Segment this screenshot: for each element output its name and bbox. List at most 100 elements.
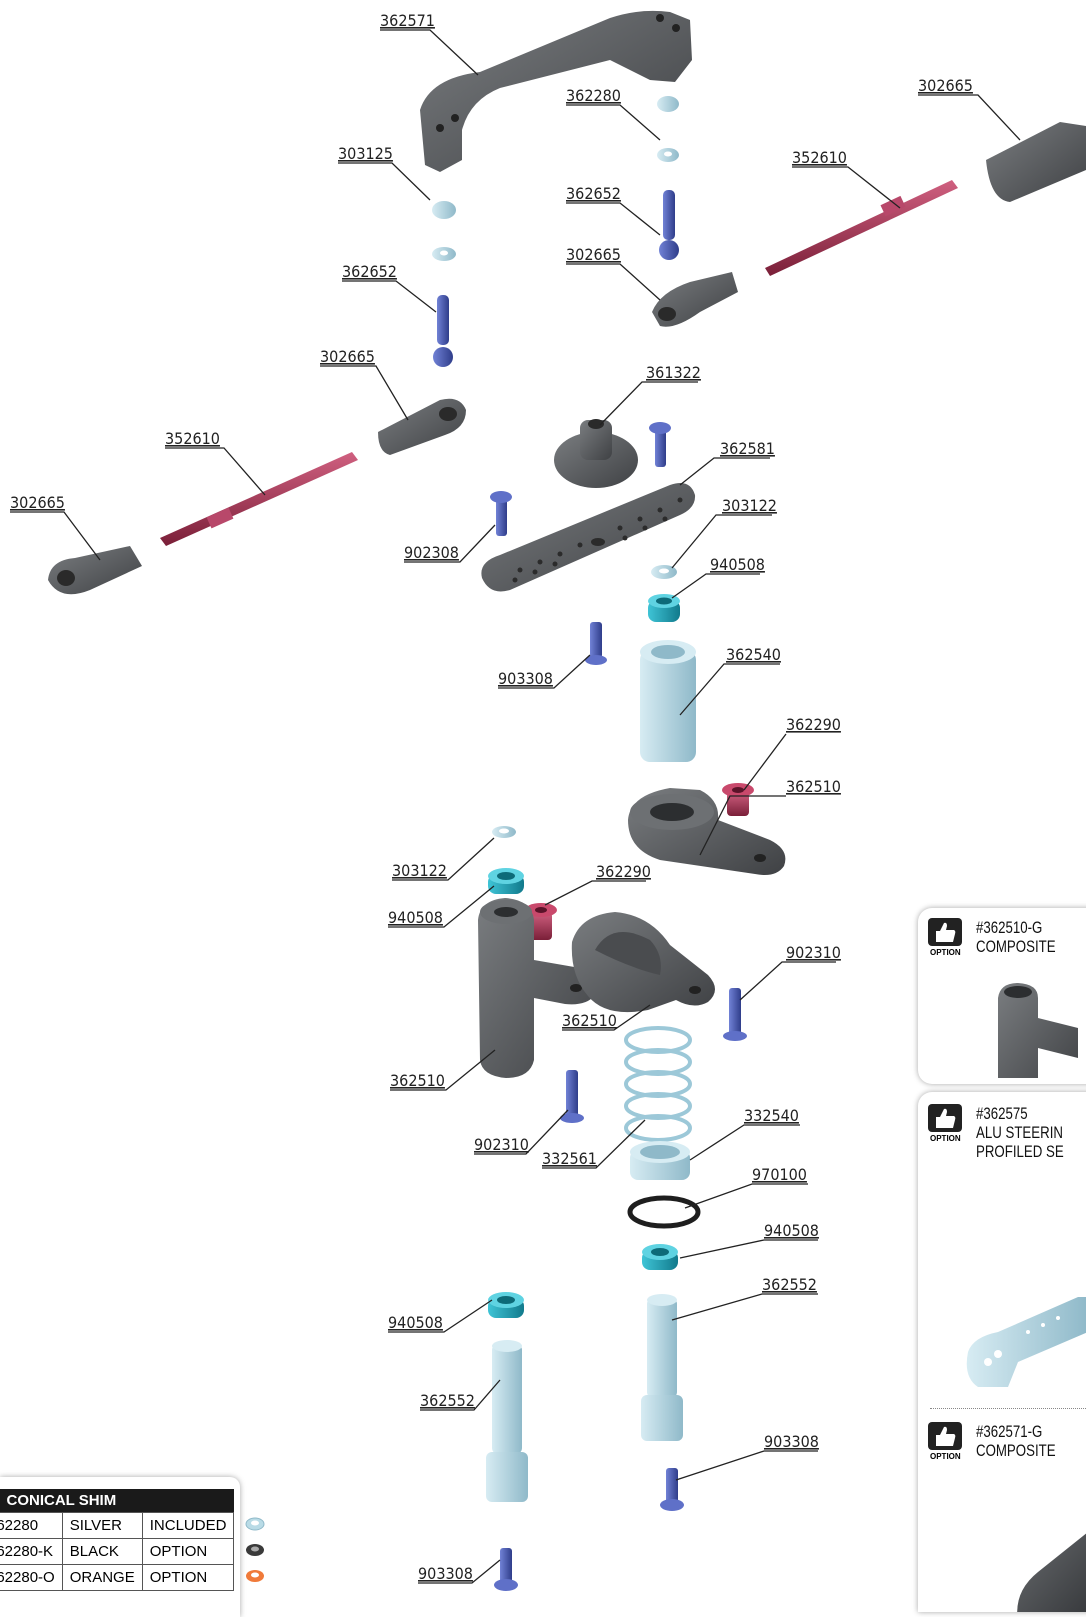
post-part bbox=[492, 1344, 522, 1454]
bearing-hole bbox=[656, 597, 672, 605]
bushing-part bbox=[727, 792, 749, 816]
spring-part bbox=[624, 1026, 692, 1142]
label-940508-left: 940508 bbox=[388, 908, 443, 927]
bell-crank-hole bbox=[494, 907, 518, 917]
conical-shim-hole bbox=[664, 151, 672, 157]
label-362652-left: 362652 bbox=[342, 262, 397, 281]
shim-part bbox=[432, 201, 456, 219]
shim-part-number: 362280-O bbox=[0, 1564, 63, 1591]
screw-part bbox=[496, 494, 507, 536]
label-903308-bottom: 903308 bbox=[418, 1564, 473, 1583]
label-303125: 303125 bbox=[338, 144, 393, 163]
post-top bbox=[647, 1294, 677, 1306]
shim-status: INCLUDED bbox=[141, 1512, 235, 1539]
servo-arm-plate-part bbox=[481, 482, 696, 592]
label-903308-mid: 903308 bbox=[498, 669, 553, 688]
bearing-hole bbox=[497, 872, 515, 880]
shim-swatch-icon bbox=[245, 1517, 265, 1530]
thumbs-up-option-icon: OPTION bbox=[928, 1422, 968, 1462]
leader-lines bbox=[10, 29, 1021, 1584]
option-part-image bbox=[998, 983, 1078, 1078]
conical-shim-table: CONICAL SHIM 362280 SILVER INCLUDED 3622… bbox=[0, 1477, 265, 1617]
screw-head bbox=[494, 1579, 518, 1591]
screw-part bbox=[655, 425, 666, 467]
bushing-hole bbox=[732, 787, 744, 793]
servo-nut-hole bbox=[588, 419, 604, 429]
ball-stud-ball bbox=[659, 240, 679, 260]
bridge-hole bbox=[436, 124, 444, 132]
shim-part-number: 362280 bbox=[0, 1512, 63, 1539]
label-902308: 902308 bbox=[404, 543, 459, 562]
post-base bbox=[486, 1452, 528, 1502]
label-362540: 362540 bbox=[726, 645, 781, 664]
option-part-image bbox=[1017, 1533, 1086, 1612]
bushing-hole bbox=[535, 907, 547, 913]
option-box-362575: OPTION #362575 ALU STEERIN PROFILED SE O… bbox=[918, 1092, 1086, 1612]
ball-end-part bbox=[378, 398, 466, 455]
ball-stud-part bbox=[663, 190, 675, 240]
shim-hole bbox=[659, 568, 669, 574]
label-332561: 332561 bbox=[542, 1149, 597, 1168]
screw-part bbox=[590, 622, 602, 658]
part-number-labels: 362571 362280 302665 303125 352610 36265… bbox=[10, 11, 973, 1583]
turnbuckle-hex bbox=[206, 507, 234, 529]
label-362571: 362571 bbox=[380, 11, 435, 30]
label-302665-left: 302665 bbox=[320, 347, 375, 366]
dotted-divider bbox=[930, 1408, 1086, 1409]
label-362290-center: 362290 bbox=[596, 862, 651, 881]
label-940508-right: 940508 bbox=[710, 555, 765, 574]
shim-hole bbox=[499, 828, 509, 834]
option-desc: COMPOSITE bbox=[976, 1441, 1056, 1460]
post-tube-hole bbox=[651, 645, 685, 659]
turnbuckle-hex bbox=[880, 195, 906, 217]
label-303122-left: 303122 bbox=[392, 861, 447, 880]
bearing-hole bbox=[497, 1296, 515, 1304]
screw-head bbox=[660, 1499, 684, 1511]
shim-swatch-icon bbox=[246, 1543, 265, 1556]
shim-swatch-icon bbox=[246, 1569, 265, 1582]
servo-saver-cup bbox=[595, 932, 661, 975]
shim-part bbox=[657, 96, 679, 112]
bell-crank-hole bbox=[570, 984, 582, 992]
post-base bbox=[641, 1395, 683, 1441]
bridge-hole bbox=[451, 114, 459, 122]
label-352610-right: 352610 bbox=[792, 148, 847, 167]
shim-part-number: 362280-K bbox=[0, 1538, 63, 1565]
bell-crank-part bbox=[478, 898, 596, 1078]
turnbuckle-part bbox=[160, 452, 358, 546]
label-361322: 361322 bbox=[646, 363, 701, 382]
screw-head bbox=[723, 1031, 747, 1041]
shim-status: OPTION bbox=[141, 1564, 235, 1591]
option-desc: PROFILED SE bbox=[976, 1142, 1064, 1161]
option-badge: OPTION bbox=[930, 948, 961, 957]
option-code: #362575 bbox=[976, 1104, 1028, 1123]
ball-end-socket bbox=[439, 407, 457, 421]
conical-shim-hole bbox=[440, 250, 448, 256]
table-row: 362280 SILVER INCLUDED bbox=[0, 1512, 274, 1539]
table-row: 362280-O ORANGE OPTION bbox=[0, 1564, 274, 1591]
label-902310-left: 902310 bbox=[474, 1135, 529, 1154]
ball-stud-ball bbox=[433, 347, 453, 367]
label-302665-top: 302665 bbox=[918, 76, 973, 95]
option-desc: ALU STEERIN bbox=[976, 1123, 1063, 1142]
label-362552-left: 362552 bbox=[420, 1391, 475, 1410]
screw-head bbox=[560, 1113, 584, 1123]
option-box-362510-g: OPTION #362510-G COMPOSITE bbox=[918, 908, 1086, 1084]
screw-head bbox=[585, 655, 607, 665]
o-ring-part bbox=[627, 1195, 701, 1229]
label-970100: 970100 bbox=[752, 1165, 807, 1184]
screw-part bbox=[729, 988, 741, 1036]
label-362510-left: 362510 bbox=[390, 1071, 445, 1090]
steering-arm-hole bbox=[754, 854, 766, 862]
ball-stud-part bbox=[437, 295, 449, 345]
shim-status: OPTION bbox=[141, 1538, 235, 1565]
screw-part bbox=[666, 1468, 678, 1504]
label-302665-far: 302665 bbox=[10, 493, 65, 512]
label-362552-right: 362552 bbox=[762, 1275, 817, 1294]
bearing-hole bbox=[651, 1248, 669, 1256]
post-tube-part bbox=[640, 650, 696, 762]
option-badge: OPTION bbox=[930, 1134, 961, 1143]
label-352610-left: 352610 bbox=[165, 429, 220, 448]
ball-end-part bbox=[986, 122, 1086, 202]
thumbs-up-option-icon: OPTION bbox=[928, 918, 968, 958]
